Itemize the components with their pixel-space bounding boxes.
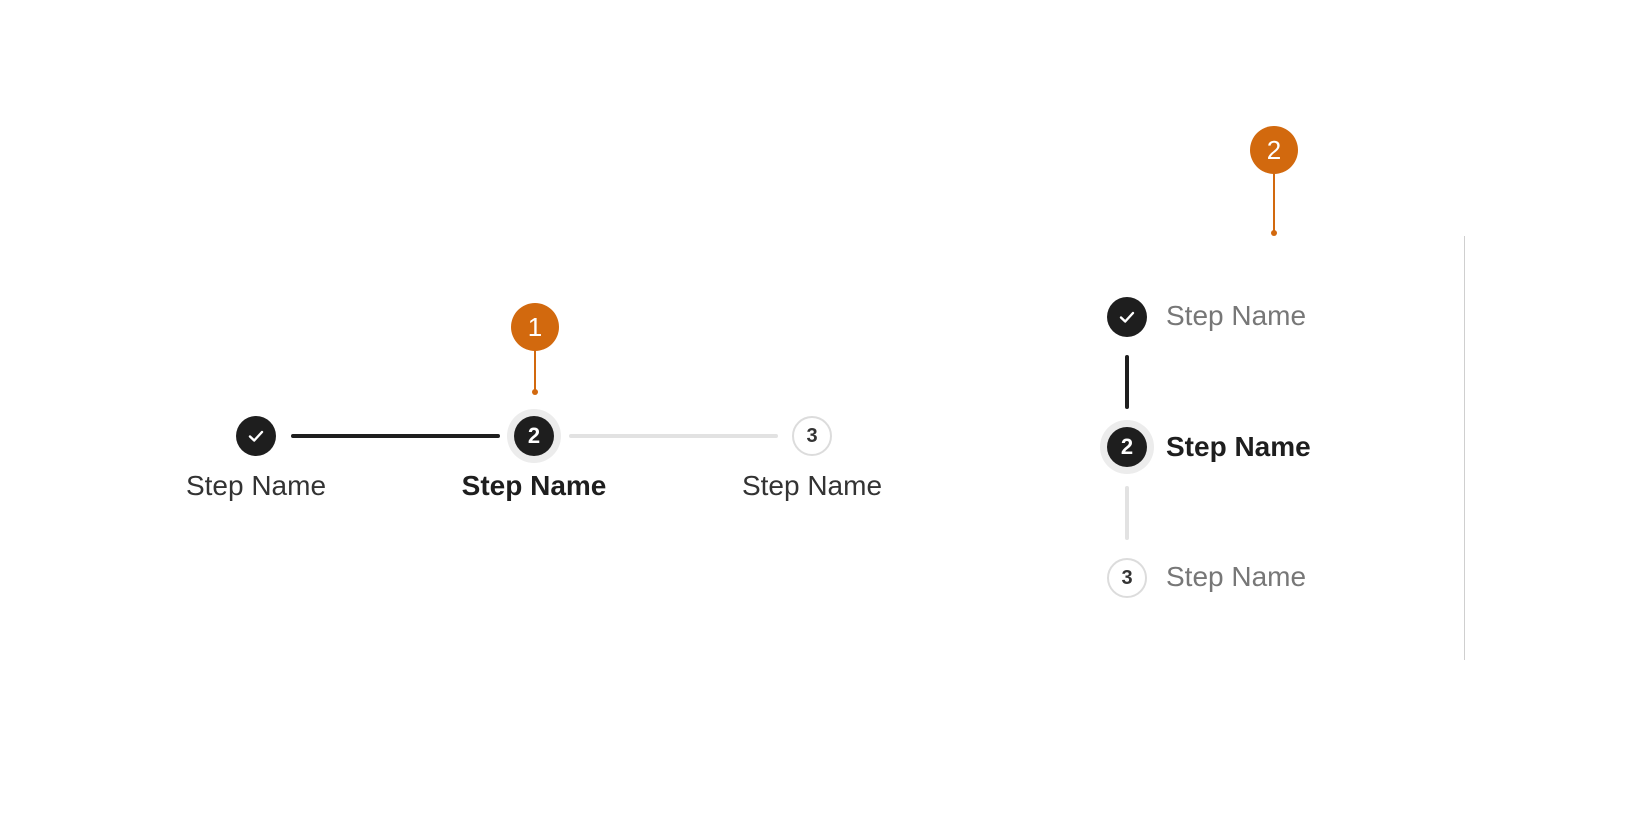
annotation-anchor-dot xyxy=(1271,230,1277,236)
annotation-leader-line xyxy=(1273,173,1275,232)
annotation-leader-line xyxy=(534,350,536,390)
step-3-upcoming[interactable]: 3 xyxy=(792,416,832,456)
step-connector-completed xyxy=(1125,355,1129,409)
step-2-label: Step Name xyxy=(1166,431,1311,462)
step-3-label: Step Name xyxy=(1166,561,1307,592)
annotation-label: 2 xyxy=(1266,134,1282,165)
step-3-upcoming[interactable]: 3 xyxy=(1107,558,1147,598)
annotation-label: 1 xyxy=(527,311,543,342)
step-number: 3 xyxy=(806,424,818,447)
step-connector-completed xyxy=(291,434,500,438)
step-1-completed[interactable] xyxy=(236,416,276,456)
check-icon xyxy=(1119,311,1135,323)
annotation-marker-1: 1 xyxy=(511,303,559,351)
annotation-anchor-dot xyxy=(532,389,538,395)
step-connector-upcoming xyxy=(1125,486,1129,540)
check-icon xyxy=(248,430,264,442)
step-number: 2 xyxy=(1120,434,1134,459)
vertical-divider xyxy=(1464,236,1465,660)
annotation-marker-2: 2 xyxy=(1250,126,1298,174)
step-2-current[interactable]: 2 xyxy=(1107,427,1147,467)
step-number: 2 xyxy=(527,423,541,448)
step-1-label: Step Name xyxy=(185,470,327,501)
step-2-current[interactable]: 2 xyxy=(514,416,554,456)
step-3-label: Step Name xyxy=(741,470,883,501)
step-1-completed[interactable] xyxy=(1107,297,1147,337)
step-1-label: Step Name xyxy=(1166,300,1307,331)
step-2-label: Step Name xyxy=(461,470,607,501)
step-connector-upcoming xyxy=(569,434,778,438)
step-number: 3 xyxy=(1121,566,1133,589)
